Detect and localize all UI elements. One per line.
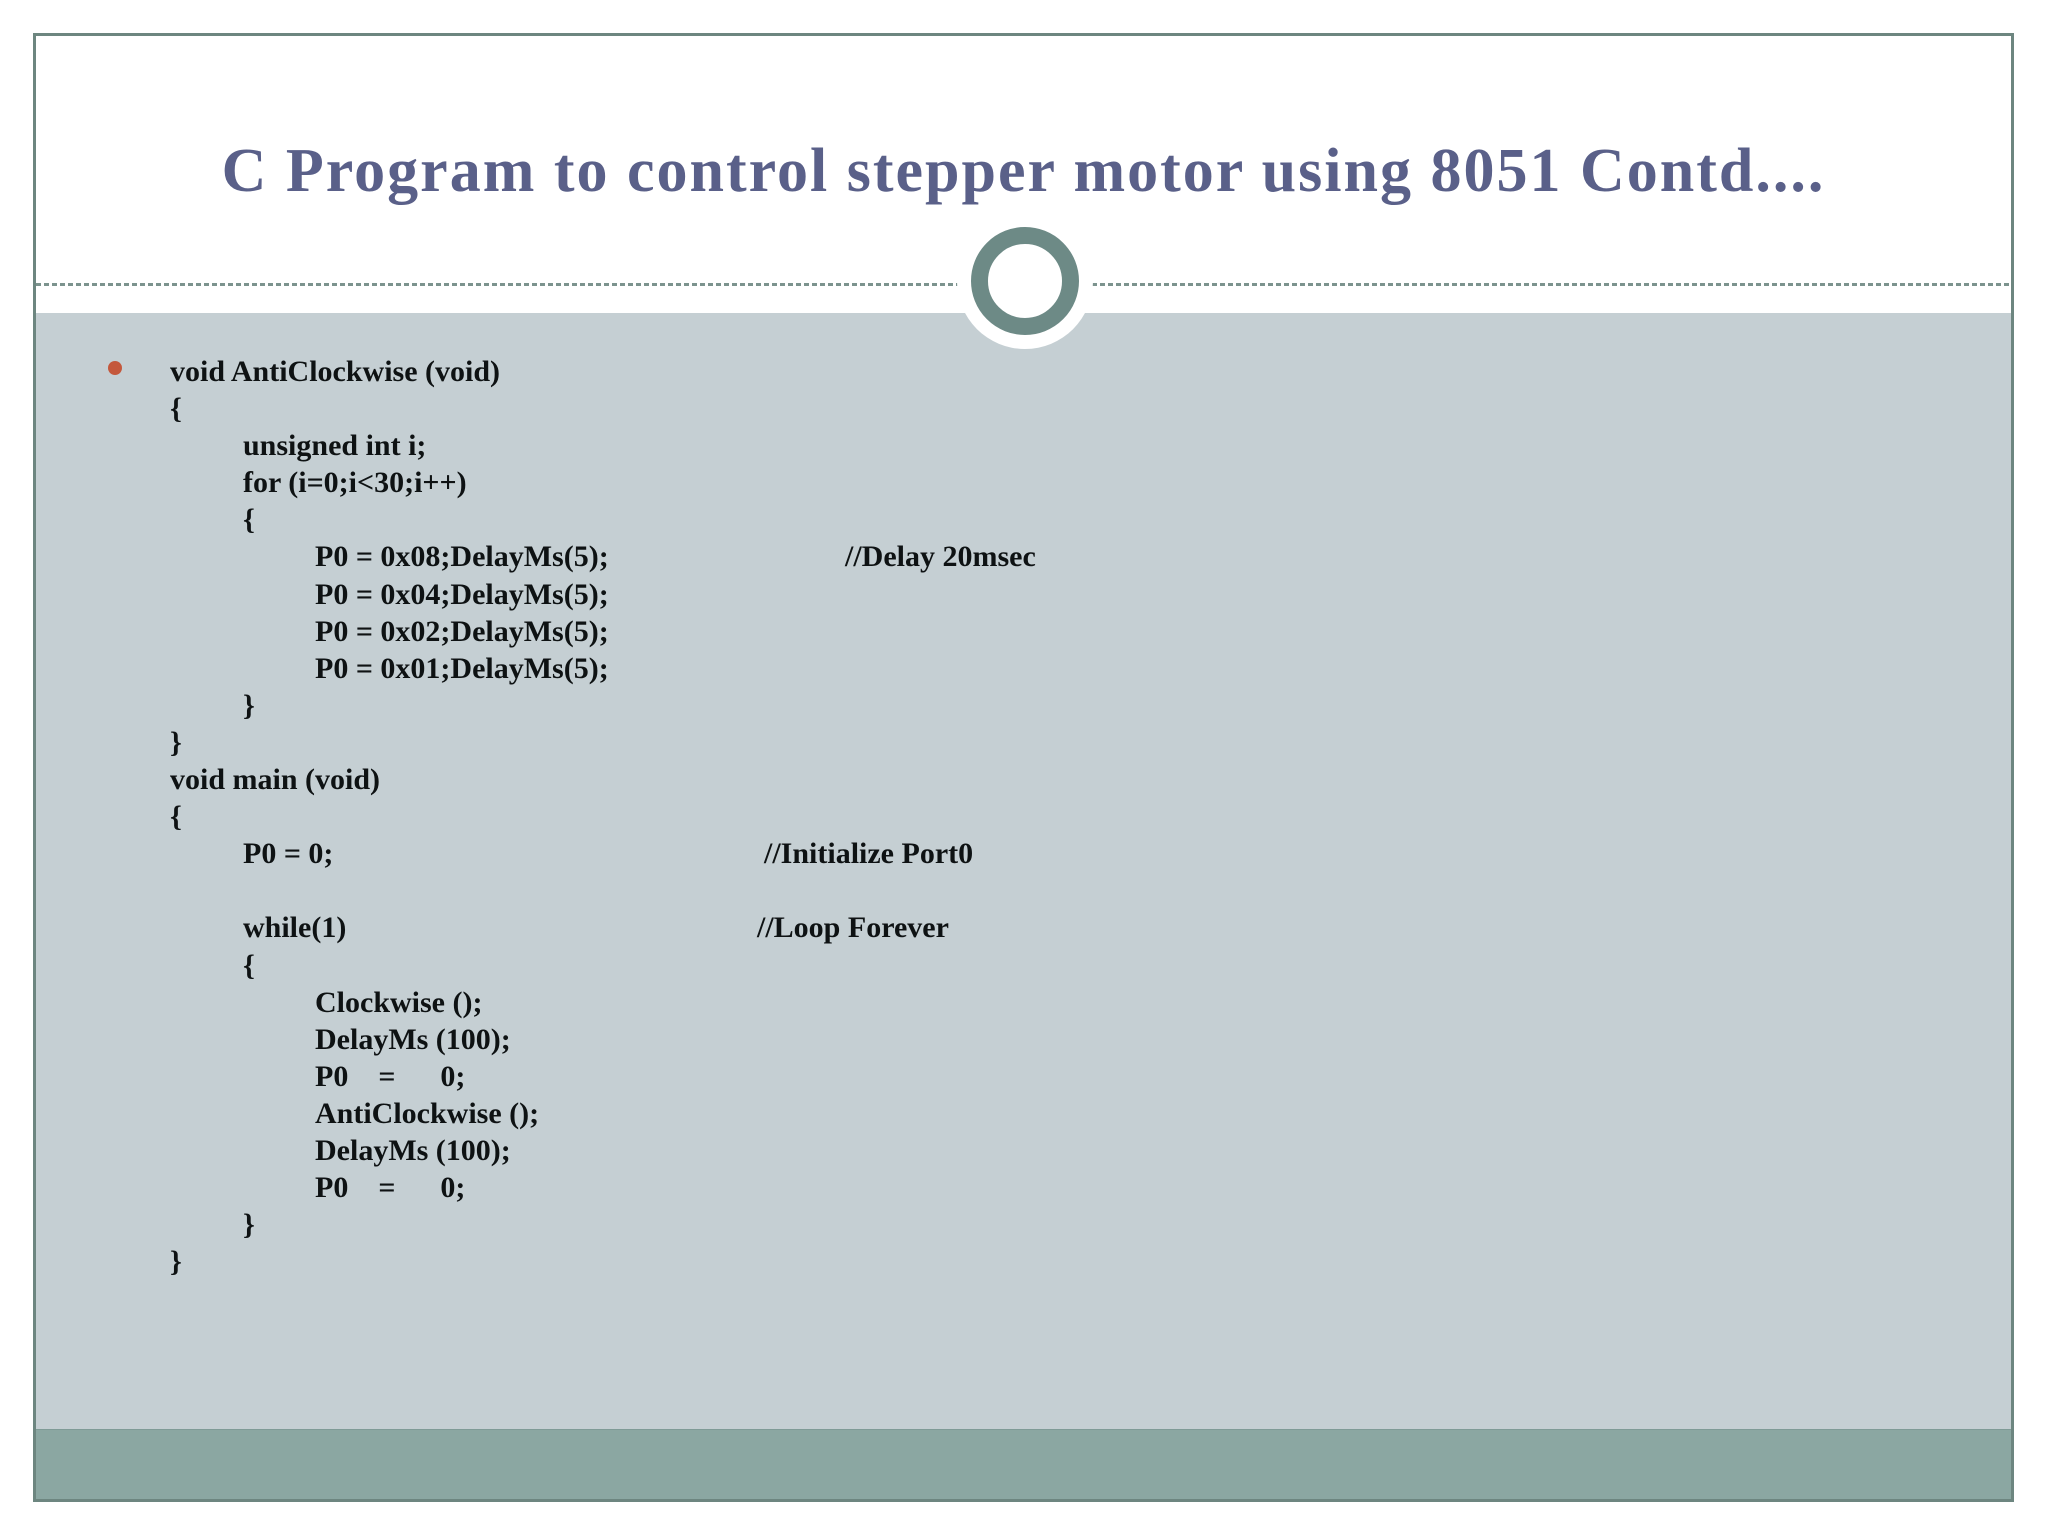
code-line: P0 = 0; xyxy=(170,1169,609,1206)
code-text: } xyxy=(243,688,255,722)
code-line: unsigned int i; xyxy=(170,427,609,464)
code-line: void main (void) xyxy=(170,761,609,798)
code-text: P0 = 0x02;DelayMs(5); xyxy=(315,614,609,648)
code-line: { xyxy=(170,947,609,984)
content-area xyxy=(36,313,2011,1429)
code-text: P0 = 0; xyxy=(243,837,334,871)
code-line: while(1) //Loop Forever xyxy=(170,909,949,946)
code-text: P0 = 0; xyxy=(315,1171,466,1205)
code-text: P0 = 0x01;DelayMs(5); xyxy=(315,651,609,685)
slide-title: C Program to control stepper motor using… xyxy=(221,137,1826,205)
slide-frame: C Program to control stepper motor using… xyxy=(33,33,2014,1502)
code-line: Clockwise (); xyxy=(170,984,609,1021)
code-block: void AntiClockwise (void) { unsigned int i… xyxy=(170,353,1036,1280)
code-line: P0 = 0x02;DelayMs(5); xyxy=(170,613,609,650)
code-line: { xyxy=(170,501,609,538)
code-line: DelayMs (100); xyxy=(170,1132,609,1169)
code-line: } xyxy=(170,724,609,761)
slide-frame-inner: C Program to control stepper motor using… xyxy=(36,36,2011,1499)
code-line: void AntiClockwise (void) xyxy=(170,353,609,390)
code-text: } xyxy=(170,1245,182,1279)
code-text: DelayMs (100); xyxy=(315,1022,511,1056)
code-line: P0 = 0x08;DelayMs(5); //Delay 20msec xyxy=(170,538,1036,575)
code-text: { xyxy=(170,800,182,834)
code-line: } xyxy=(170,1206,609,1243)
code-line: { xyxy=(170,390,609,427)
code-line: DelayMs (100); xyxy=(170,1021,609,1058)
code-text: { xyxy=(170,392,182,426)
code-line: P0 = 0x01;DelayMs(5); xyxy=(170,650,609,687)
code-text: } xyxy=(243,1208,255,1242)
code-text: { xyxy=(243,503,255,537)
code-text: } xyxy=(170,725,182,759)
bullet-marker-icon xyxy=(108,361,122,375)
code-text: AntiClockwise (); xyxy=(315,1096,540,1130)
code-comment: //Loop Forever xyxy=(757,911,949,945)
footer-bar xyxy=(36,1429,2011,1499)
code-text: void AntiClockwise (void) xyxy=(170,355,501,388)
ring-ornament-icon xyxy=(971,227,1079,335)
code-comment: //Delay 20msec xyxy=(845,540,1036,574)
code-text: Clockwise (); xyxy=(315,985,483,1019)
code-text: while(1) xyxy=(243,911,347,945)
code-text: P0 = 0; xyxy=(315,1059,466,1093)
code-line: AntiClockwise (); xyxy=(170,1095,609,1132)
code-text: for (i=0;i<30;i++) xyxy=(243,466,467,500)
code-line xyxy=(170,872,609,909)
code-text: P0 = 0x08;DelayMs(5); xyxy=(315,540,609,574)
code-text: void main (void) xyxy=(170,763,381,797)
code-line: { xyxy=(170,798,609,835)
code-text: unsigned int i; xyxy=(243,429,427,463)
code-text: { xyxy=(243,948,255,982)
code-line: P0 = 0; //Initialize Port0 xyxy=(170,835,973,872)
code-text: P0 = 0x04;DelayMs(5); xyxy=(315,577,609,611)
code-line: P0 = 0; xyxy=(170,1058,609,1095)
code-text: DelayMs (100); xyxy=(315,1133,511,1167)
code-comment: //Initialize Port0 xyxy=(764,837,974,871)
code-line: } xyxy=(170,687,609,724)
code-line: for (i=0;i<30;i++) xyxy=(170,464,609,501)
code-line: P0 = 0x04;DelayMs(5); xyxy=(170,576,609,613)
code-line: } xyxy=(170,1243,609,1280)
